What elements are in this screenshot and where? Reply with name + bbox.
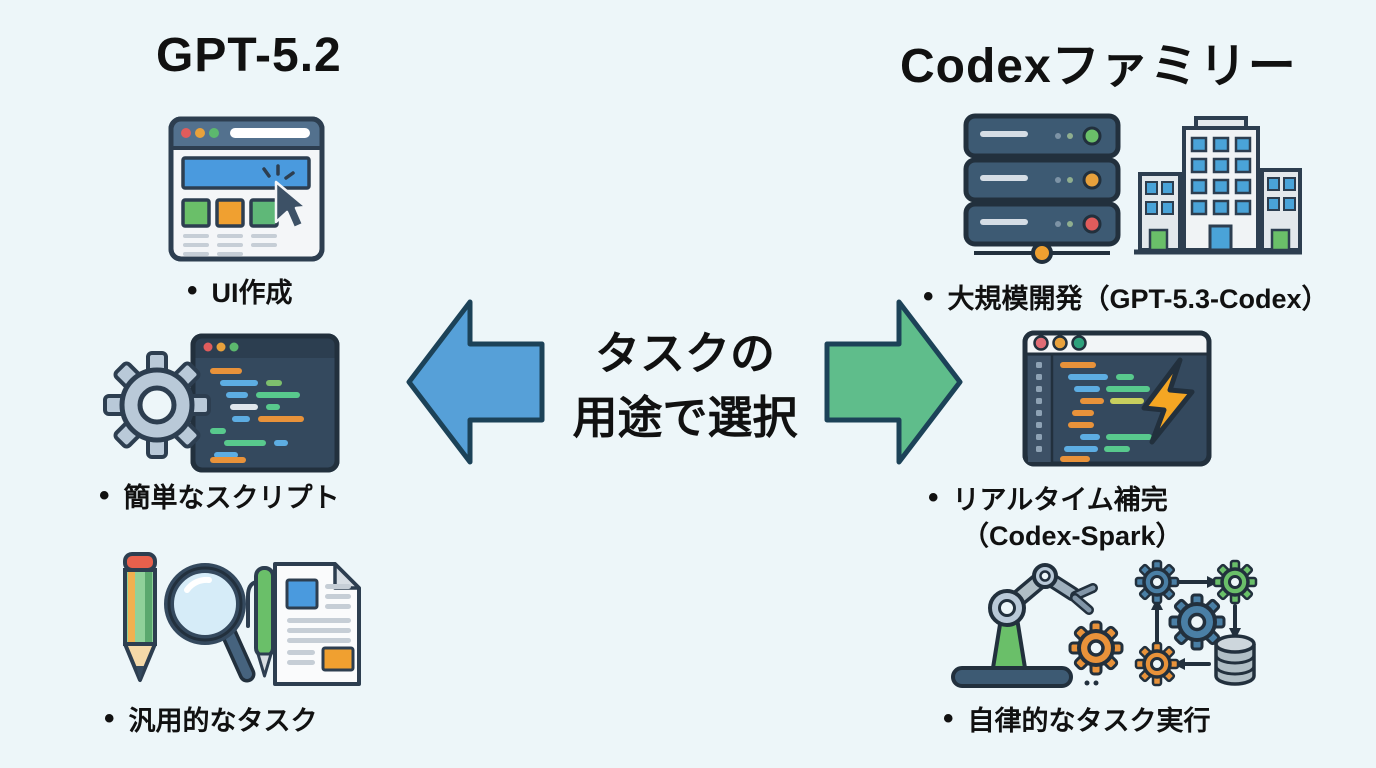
left-column-title: GPT-5.2 xyxy=(156,29,342,82)
code-lines xyxy=(1060,362,1152,462)
editor-gutter xyxy=(1028,356,1052,462)
left-item-general: • 汎用的なタスク xyxy=(104,699,318,738)
right-item-realtime-sublabel: （Codex-Spark） xyxy=(962,521,1183,551)
database-icon xyxy=(1214,634,1256,686)
code-lines xyxy=(210,368,304,463)
network-node xyxy=(1031,242,1053,264)
click-sparks xyxy=(262,164,295,180)
editor-lightning-icon xyxy=(1022,330,1212,467)
pencil-icon xyxy=(123,552,157,682)
buildings-icon xyxy=(1134,116,1302,255)
center-caption: タスクの 用途で選択 xyxy=(545,322,825,450)
robot-arm-icon xyxy=(951,563,1124,688)
right-item-realtime-label: リアルタイム補完 xyxy=(952,485,1168,515)
gripper xyxy=(1070,583,1098,615)
window-dot-red xyxy=(181,128,191,138)
orange-gear-icon xyxy=(1068,620,1124,676)
left-item-general-label: 汎用的なタスク xyxy=(128,706,318,736)
bullet: • xyxy=(923,279,934,313)
right-item-largescale-label: 大規模開発（GPT-5.3-Codex） xyxy=(947,284,1329,314)
right-arrow xyxy=(824,299,963,465)
right-item-realtime: • リアルタイム補完 xyxy=(928,478,1168,517)
right-item-autonomous-label: 自律的なタスク実行 xyxy=(967,706,1211,736)
robot-gears-icon xyxy=(951,559,1258,688)
browser-ui-icon xyxy=(168,116,325,262)
right-column-title: Codexファミリー xyxy=(900,40,1297,93)
orange-flow-gear-icon xyxy=(1134,641,1180,687)
left-item-ui: • UI作成 xyxy=(187,271,293,310)
window-dot-green xyxy=(209,128,219,138)
blue-gear-icon xyxy=(1134,559,1180,605)
tools-docs-icon xyxy=(123,552,361,686)
right-item-largescale: • 大規模開発（GPT-5.3-Codex） xyxy=(923,277,1329,316)
bullet: • xyxy=(187,273,198,307)
green-gear-icon xyxy=(1212,559,1258,605)
gear-workflow-icon xyxy=(1134,559,1258,687)
gear-icon xyxy=(103,351,211,459)
right-item-autonomous: • 自律的なタスク実行 xyxy=(943,699,1211,738)
pen-icon xyxy=(246,566,275,678)
lightning-icon xyxy=(1141,357,1195,445)
bullet: • xyxy=(99,478,110,512)
center-caption-line1: タスクの xyxy=(594,328,775,379)
left-item-script: • 簡単なスクリプト xyxy=(99,476,340,515)
center-caption-line2: 用途で選択 xyxy=(572,391,798,443)
bullet: • xyxy=(943,701,954,735)
cursor-icon xyxy=(274,180,308,230)
document-icon xyxy=(273,562,361,686)
server-rack-icon xyxy=(963,113,1121,264)
server-building-icon xyxy=(963,113,1302,264)
bullet: • xyxy=(104,701,115,735)
bullet: • xyxy=(928,480,939,514)
magnifier-icon xyxy=(164,563,256,683)
left-arrow xyxy=(406,299,545,465)
address-bar xyxy=(230,128,310,138)
left-item-script-label: 簡単なスクリプト xyxy=(123,483,340,513)
left-item-ui-label: UI作成 xyxy=(211,278,293,308)
gear-code-icon xyxy=(103,333,340,473)
big-blue-gear-icon xyxy=(1168,593,1226,651)
window-dot-orange xyxy=(195,128,205,138)
